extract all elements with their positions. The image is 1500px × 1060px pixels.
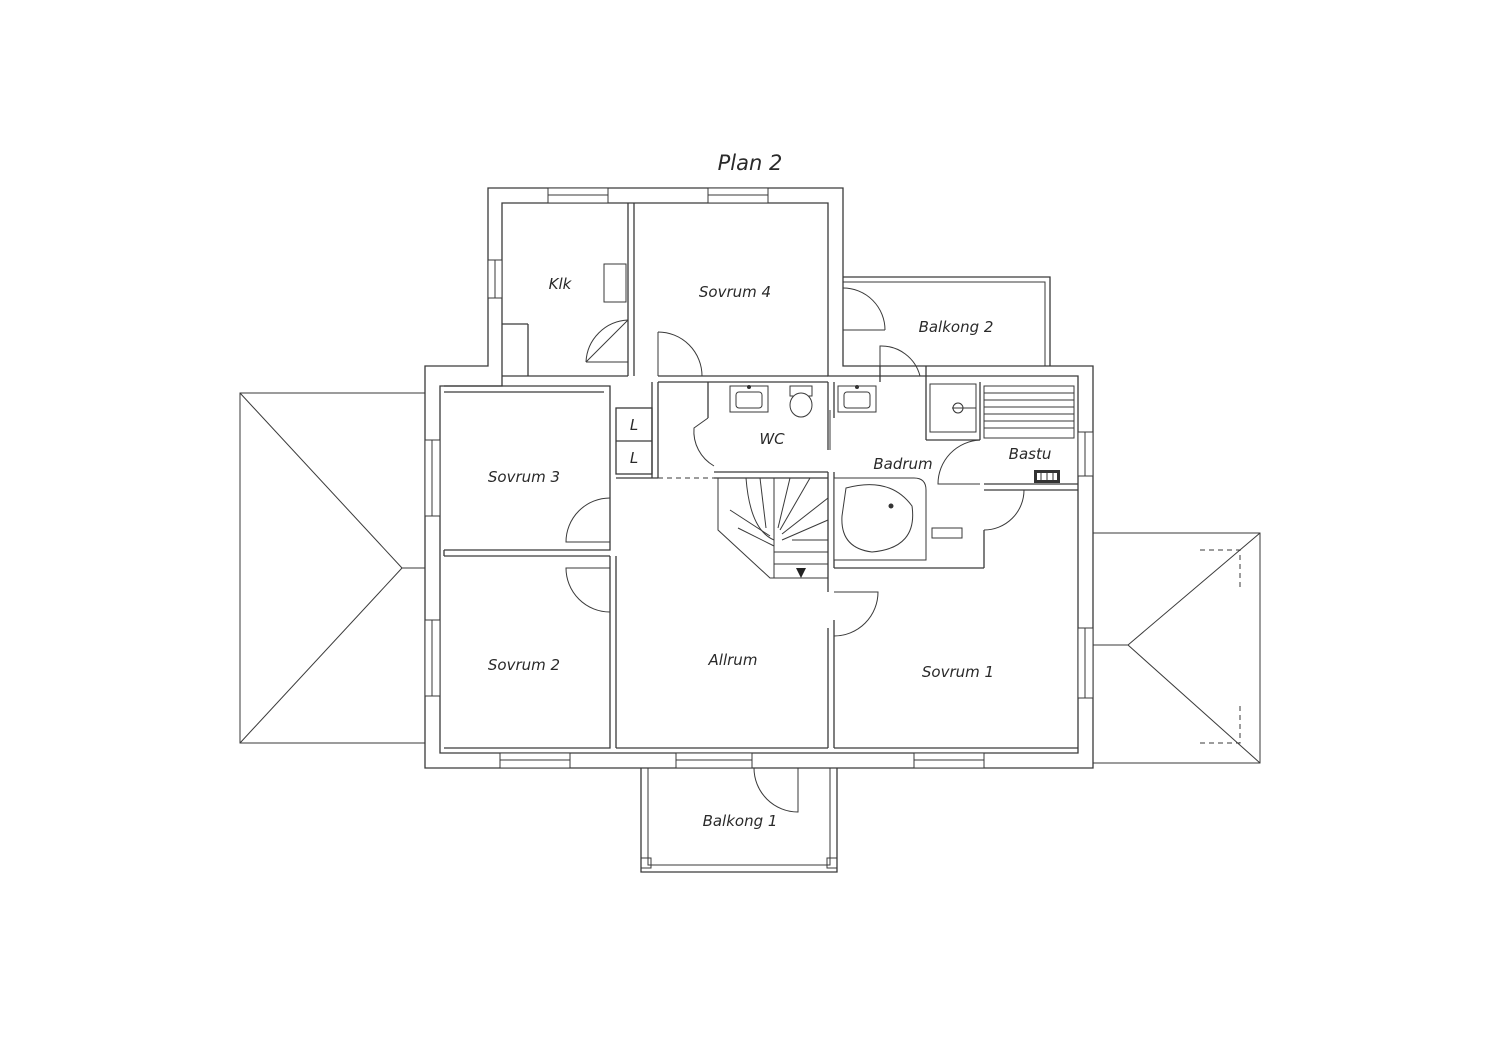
staircase	[717, 477, 829, 579]
room-label-sovrum-1: Sovrum 1	[922, 663, 994, 681]
room-label-balkong-2: Balkong 2	[919, 318, 994, 336]
left-roof	[239, 392, 426, 744]
room-label-allrum: Allrum	[708, 651, 758, 669]
room-label-sovrum-2: Sovrum 2	[488, 656, 560, 674]
doors	[565, 287, 1025, 813]
bath-fixtures	[833, 383, 977, 561]
sauna-fixtures	[983, 385, 1075, 483]
room-label-wc: WC	[759, 430, 785, 448]
room-label-sovrum-4: Sovrum 4	[699, 283, 771, 301]
right-roof	[1092, 532, 1261, 764]
balcony-1	[640, 768, 838, 873]
room-label-bastu: Bastu	[1009, 445, 1052, 463]
corner-bathtub-icon	[833, 477, 927, 561]
room-labels: Klk Sovrum 4 Balkong 2 Sovrum 3 Sovrum 2…	[488, 275, 1051, 830]
room-label-balkong-1: Balkong 1	[703, 812, 778, 830]
balcony-2	[843, 276, 1051, 366]
plan-title: Plan 2	[718, 151, 783, 175]
linen-closet-label: L	[630, 416, 638, 434]
closet-shelf	[603, 263, 627, 303]
room-label-badrum: Badrum	[873, 455, 932, 473]
room-label-klk: Klk	[549, 275, 573, 293]
wc-fixtures	[729, 385, 877, 418]
windows	[424, 187, 1094, 769]
interior-walls	[443, 203, 1078, 749]
linen-closet-label: L	[630, 449, 638, 467]
stair-direction-arrow	[796, 568, 806, 578]
room-label-sovrum-3: Sovrum 3	[488, 468, 560, 486]
